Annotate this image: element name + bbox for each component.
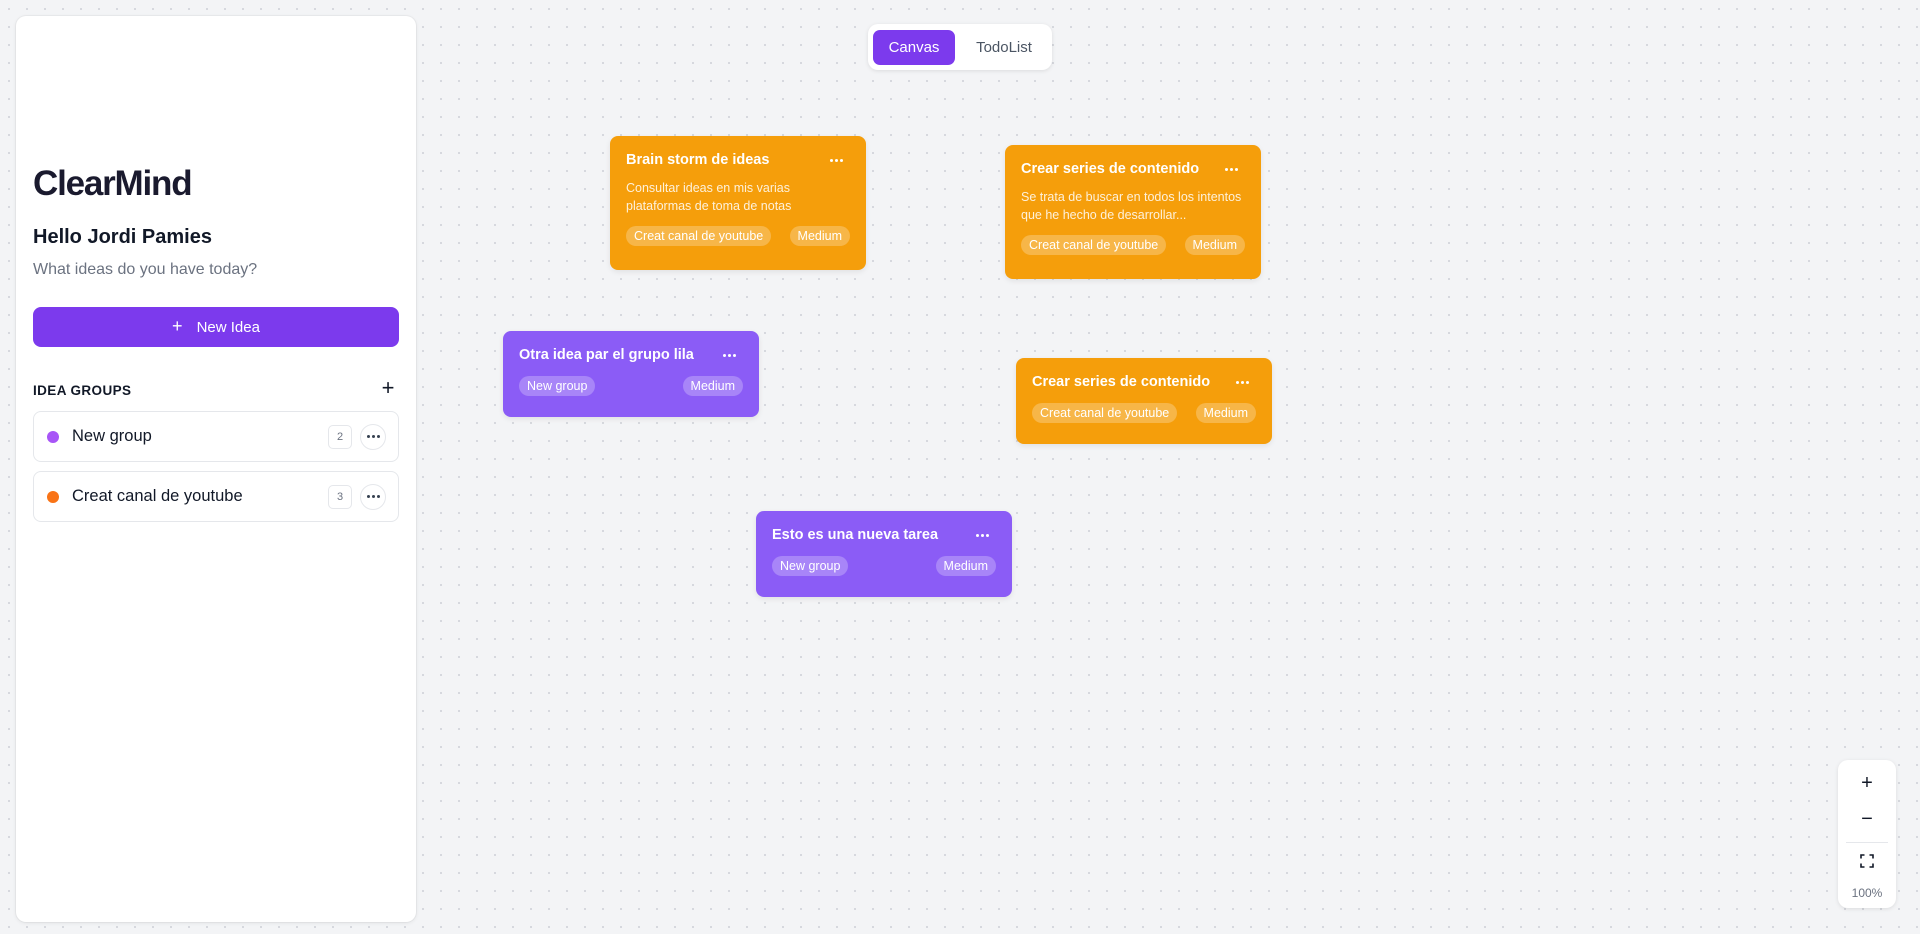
group-menu-button[interactable] bbox=[360, 483, 386, 510]
more-icon bbox=[1235, 380, 1249, 384]
view-toggle: Canvas TodoList bbox=[868, 24, 1052, 70]
idea-groups-title: IDEA GROUPS bbox=[33, 383, 132, 398]
fullscreen-icon bbox=[1860, 854, 1874, 868]
group-menu-button[interactable] bbox=[360, 423, 386, 450]
group-tag: Creat canal de youtube bbox=[626, 226, 772, 246]
zoom-level: 100% bbox=[1851, 886, 1883, 900]
card-description: Consultar ideas en mis varias plataforma… bbox=[626, 181, 792, 213]
group-tag: New group bbox=[519, 376, 596, 396]
greeting: Hello Jordi Pamies bbox=[33, 226, 212, 248]
zoom-in-button[interactable]: + bbox=[1838, 772, 1896, 795]
group-tag: New group bbox=[772, 556, 849, 576]
card-menu-button[interactable] bbox=[826, 153, 846, 167]
idea-card[interactable]: Crear series de contenido Creat canal de… bbox=[1016, 358, 1272, 444]
idea-card[interactable]: Brain storm de ideas Consultar ideas en … bbox=[610, 136, 866, 270]
new-idea-button[interactable]: + New Idea bbox=[33, 307, 399, 347]
group-color-dot bbox=[47, 490, 59, 503]
card-title: Crear series de contenido bbox=[1032, 374, 1211, 390]
priority-tag: Medium bbox=[1195, 403, 1256, 423]
zoom-controls: + − 100% bbox=[1838, 760, 1896, 908]
group-name: New group bbox=[72, 427, 152, 445]
priority-tag: Medium bbox=[789, 226, 850, 246]
plus-icon: + bbox=[172, 316, 183, 336]
new-idea-label: New Idea bbox=[196, 318, 260, 336]
priority-tag: Medium bbox=[1184, 235, 1245, 255]
group-color-dot bbox=[47, 430, 59, 443]
tab-todolist[interactable]: TodoList bbox=[976, 38, 1032, 56]
more-icon bbox=[1224, 167, 1238, 171]
group-count-badge: 2 bbox=[328, 424, 352, 449]
group-tag: Creat canal de youtube bbox=[1021, 235, 1167, 255]
plus-icon: + bbox=[1861, 772, 1873, 794]
card-title: Otra idea par el grupo lila bbox=[519, 347, 694, 363]
card-menu-button[interactable] bbox=[1221, 162, 1241, 176]
divider bbox=[1846, 842, 1888, 843]
idea-card[interactable]: Crear series de contenido Se trata de bu… bbox=[1005, 145, 1261, 279]
minus-icon: − bbox=[1861, 808, 1873, 830]
add-group-button[interactable]: + bbox=[376, 374, 400, 402]
more-icon bbox=[366, 495, 380, 498]
more-icon bbox=[829, 158, 843, 162]
card-title: Esto es una nueva tarea bbox=[772, 527, 939, 543]
more-icon bbox=[366, 435, 380, 438]
fit-view-button[interactable] bbox=[1838, 854, 1896, 873]
card-title: Brain storm de ideas bbox=[626, 152, 770, 168]
sidebar: ClearMind Hello Jordi Pamies What ideas … bbox=[16, 16, 416, 922]
group-item-new-group[interactable]: New group 2 bbox=[33, 411, 399, 462]
group-count-badge: 3 bbox=[328, 484, 352, 509]
idea-card[interactable]: Otra idea par el grupo lila New group Me… bbox=[503, 331, 759, 417]
group-item-creat-canal-de-youtube[interactable]: Creat canal de youtube 3 bbox=[33, 471, 399, 522]
group-tag: Creat canal de youtube bbox=[1032, 403, 1178, 423]
more-icon bbox=[722, 353, 736, 357]
priority-tag: Medium bbox=[935, 556, 996, 576]
subtitle: What ideas do you have today? bbox=[33, 261, 258, 278]
card-menu-button[interactable] bbox=[1232, 375, 1252, 389]
zoom-out-button[interactable]: − bbox=[1838, 808, 1896, 831]
more-icon bbox=[975, 533, 989, 537]
card-title: Crear series de contenido bbox=[1021, 161, 1200, 177]
priority-tag: Medium bbox=[682, 376, 743, 396]
card-menu-button[interactable] bbox=[972, 528, 992, 542]
tab-canvas[interactable]: Canvas bbox=[873, 29, 955, 65]
app-logo: ClearMind bbox=[33, 164, 193, 203]
idea-card[interactable]: Esto es una nueva tarea New group Medium bbox=[756, 511, 1012, 597]
card-menu-button[interactable] bbox=[719, 348, 739, 362]
card-description: Se trata de buscar en todos los intentos… bbox=[1021, 190, 1242, 222]
plus-icon: + bbox=[381, 375, 395, 400]
group-name: Creat canal de youtube bbox=[72, 487, 243, 505]
